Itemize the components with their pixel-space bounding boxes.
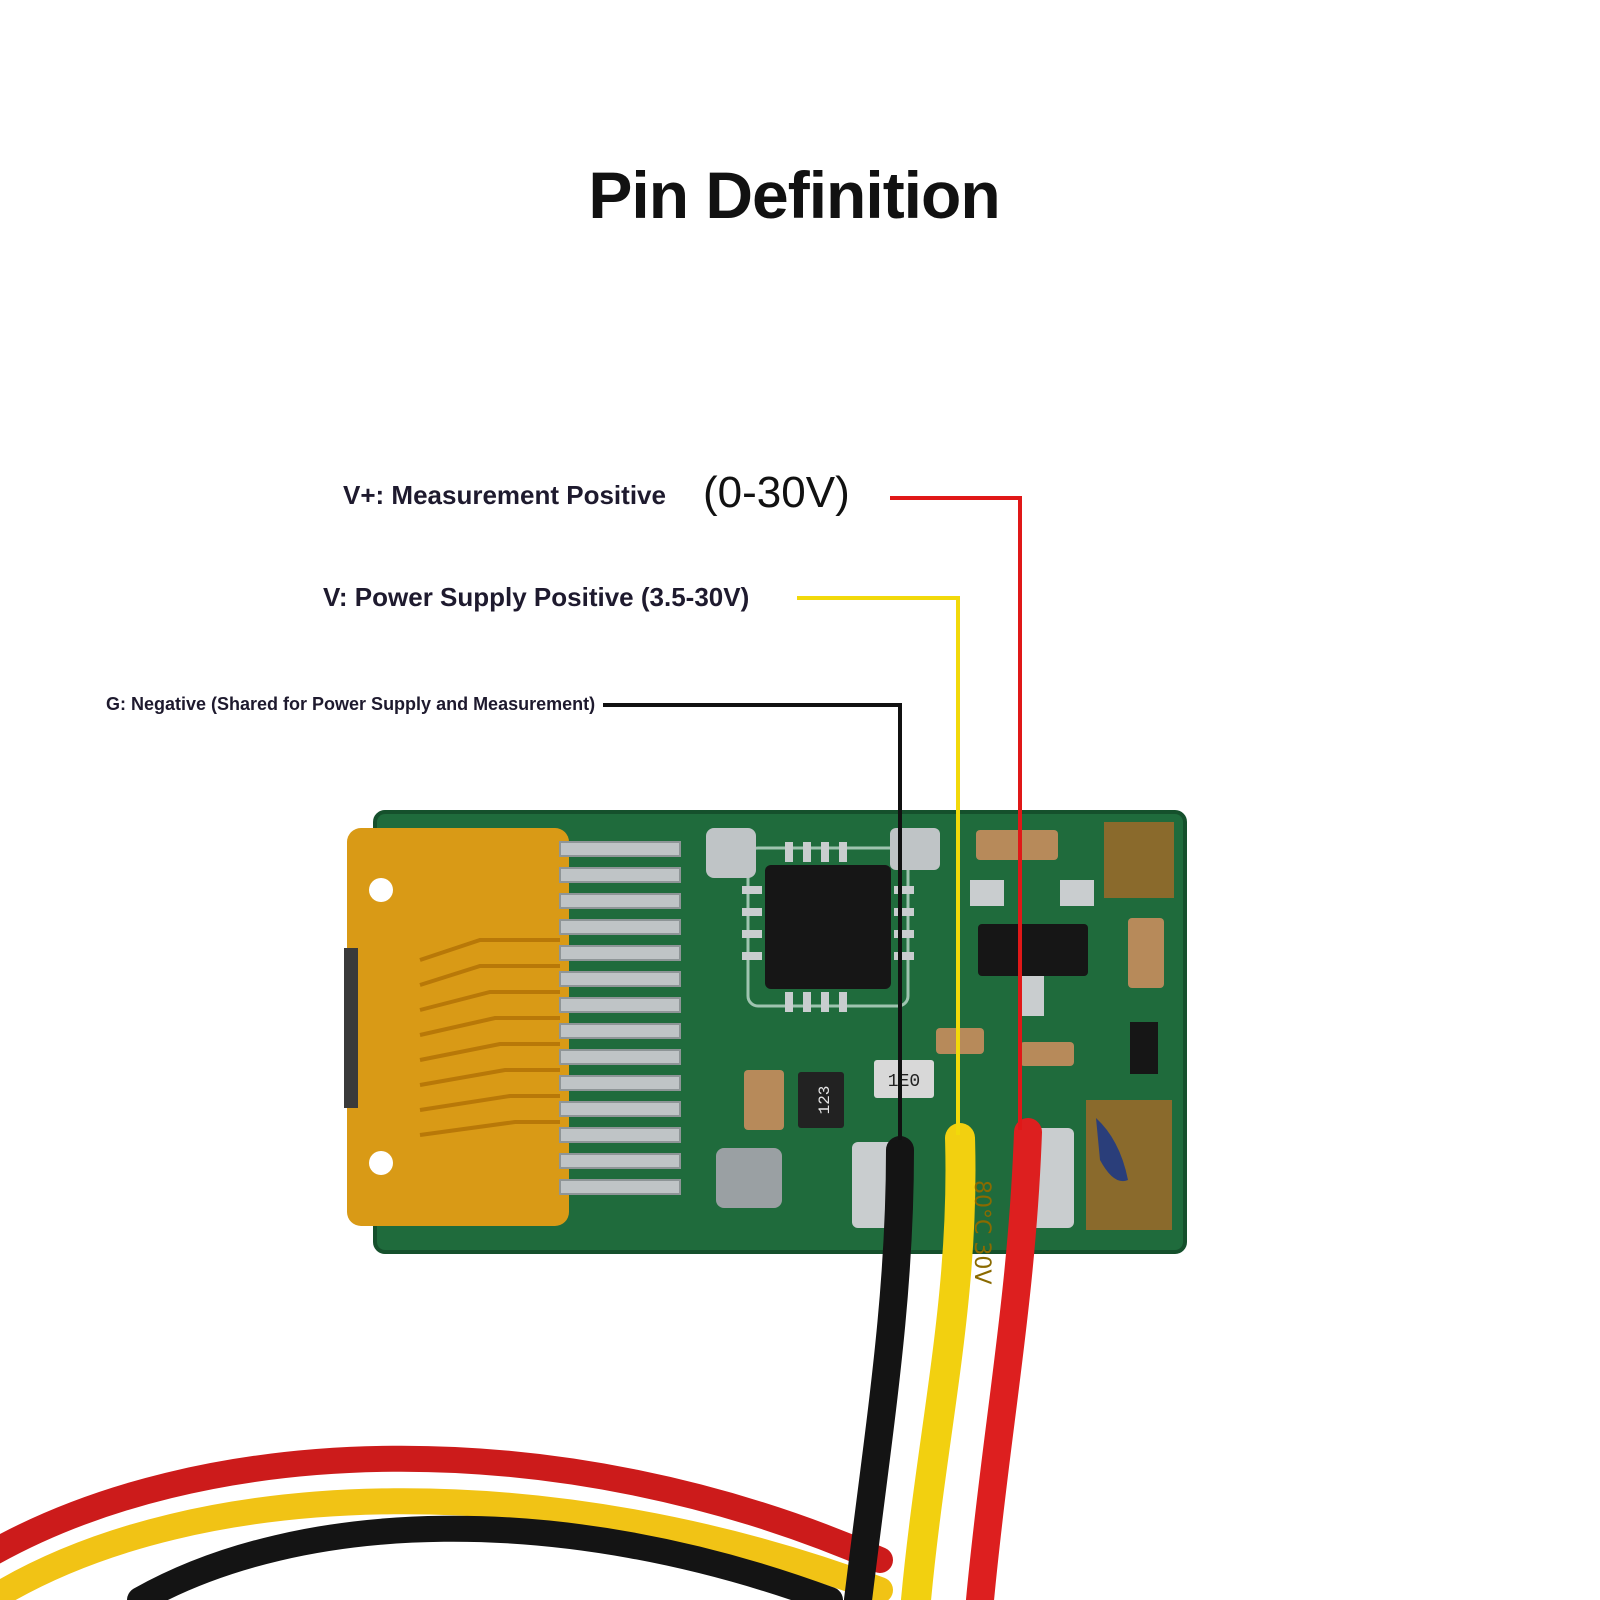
ground-label: G: Negative (Shared for Power Supply and… bbox=[106, 694, 596, 714]
wire-print: 80°C 30V bbox=[969, 1180, 994, 1284]
resistor-marking: 123 bbox=[816, 1086, 834, 1115]
attached-wires: 80°C 30V bbox=[844, 1118, 1042, 1600]
voltage-regulator bbox=[970, 880, 1094, 1016]
resistor-1e0 bbox=[874, 1060, 934, 1098]
passive-components: 123 1E0 bbox=[706, 822, 1174, 1230]
ic-chip bbox=[742, 842, 914, 1012]
blue-glue-blob bbox=[1096, 1118, 1128, 1182]
v-plus-leader-line bbox=[890, 496, 1022, 1130]
resistor-marking: 1E0 bbox=[888, 1072, 920, 1092]
leader-lines bbox=[603, 496, 1022, 1140]
page-title: Pin Definition bbox=[588, 158, 1000, 232]
flex-ribbon bbox=[344, 828, 569, 1226]
mount-hole bbox=[369, 878, 393, 902]
v-plus-range-label: (0-30V) bbox=[703, 468, 850, 517]
edge-connector-pads bbox=[559, 841, 681, 1195]
yellow-wire bbox=[901, 1123, 976, 1600]
v-plus-label: V+: Measurement Positive bbox=[343, 480, 666, 510]
red-wire bbox=[966, 1118, 1042, 1600]
v-supply-label: V: Power Supply Positive (3.5-30V) bbox=[323, 582, 750, 612]
pcb-board: 123 1E0 bbox=[344, 810, 1187, 1254]
wire-bundle bbox=[0, 1445, 893, 1600]
v-supply-leader-line bbox=[797, 596, 960, 1135]
black-wire bbox=[844, 1136, 914, 1600]
resistor-123 bbox=[798, 1072, 844, 1128]
ground-leader-line bbox=[603, 703, 902, 1140]
mount-hole bbox=[369, 1151, 393, 1175]
